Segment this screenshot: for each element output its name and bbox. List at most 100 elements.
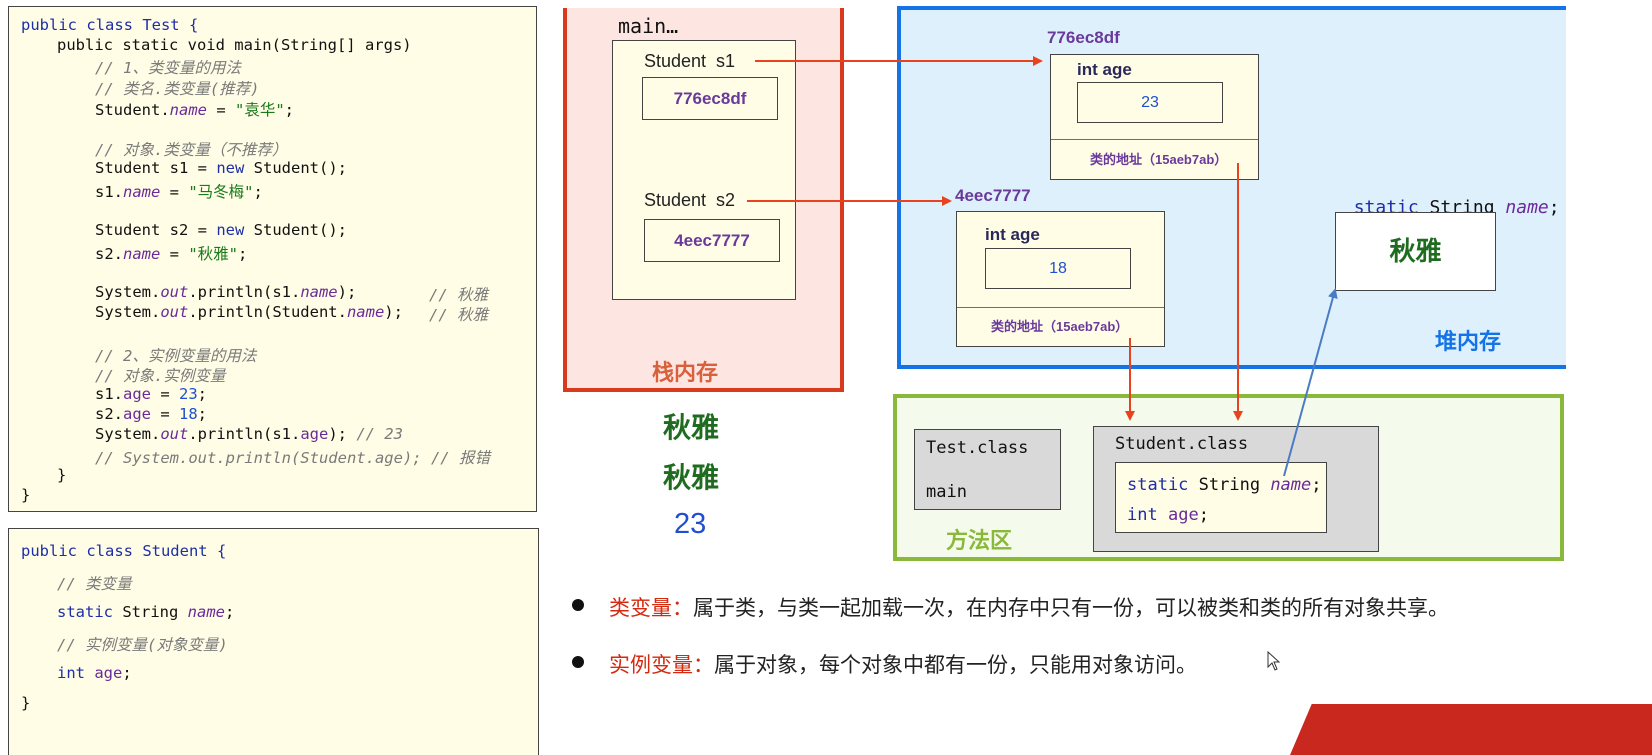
code-line: Student.name = "袁华"; [95, 98, 294, 120]
code-text: ; [224, 603, 235, 621]
student-class-box: Student.class static String name; int ag… [1093, 426, 1379, 552]
obj2-class-ref: 类的地址（15aeb7ab） [991, 319, 1129, 334]
code-comment: // 23 [356, 425, 403, 443]
frame-label: main… [618, 14, 679, 38]
main-stack-frame: Student s1 776ec8df Student s2 4eec7777 [612, 40, 796, 300]
code-text: Student s2 = [95, 221, 217, 239]
s2-label: Student s2 [644, 190, 736, 210]
bullet-text: 属于对象，每个对象中都有一份，只能用对象访问。 [714, 654, 1197, 677]
code-string: "马冬梅" [188, 183, 254, 201]
code-comment: // 1、类变量的用法 [95, 59, 241, 77]
corner-banner [1290, 704, 1652, 755]
code-keyword: new [216, 221, 245, 239]
code-text: Student(); [244, 221, 347, 239]
code-keyword: static [1127, 475, 1189, 495]
output-line-1: 秋雅 [663, 412, 720, 443]
code-text: s2. [95, 245, 123, 263]
bullet-dot-1 [572, 599, 584, 611]
code-line: int age; [1127, 505, 1209, 525]
code-text: s1. [95, 385, 123, 403]
obj1-value: 23 [1141, 94, 1159, 111]
code-field: name [1505, 197, 1549, 218]
code-text: String [113, 603, 188, 621]
obj2-value-box: 18 [985, 248, 1131, 289]
code-text: Student(); [244, 159, 347, 177]
code-field: name [187, 603, 225, 621]
code-text: ; [122, 664, 132, 682]
code-line: s2.name = "秋雅"; [95, 242, 247, 264]
code-text: ); [384, 303, 403, 321]
code-text: System. [95, 425, 161, 443]
code-field: name [1270, 475, 1312, 495]
code-line: public class Student { [21, 542, 226, 560]
code-field: age [300, 425, 329, 443]
code-field: age [123, 385, 151, 403]
code-line: static String name; [1127, 475, 1322, 495]
s1-label: Student s1 [644, 51, 736, 71]
code-text: = [151, 405, 179, 423]
s1-value-box: 776ec8df [642, 77, 778, 120]
code-keyword: static [57, 603, 113, 621]
code-text: = [151, 385, 179, 403]
code-brace: } [21, 486, 31, 504]
code-field: age [94, 664, 123, 682]
code-comment: // 2、实例变量的用法 [95, 347, 257, 365]
static-value-box: 秋雅 [1335, 212, 1496, 291]
code-text: = [206, 101, 235, 119]
obj1-field-label: int age [1077, 60, 1132, 79]
obj2-address: 4eec7777 [955, 186, 1031, 205]
static-name-to-heap-arrow [1283, 288, 1338, 477]
code-text: ; [1311, 475, 1322, 495]
code-line: s1.age = 23; [95, 385, 207, 403]
code-comment: // 类变量 [57, 575, 132, 593]
code-line: System.out.println(s1.age); // 23 [95, 425, 403, 443]
code-text: Student s1 = [95, 159, 217, 177]
student-code-panel: public class Student { // 类变量 static Str… [8, 528, 539, 755]
heap-object-1: int age 23 类的地址（15aeb7ab） [1050, 54, 1259, 180]
code-text: ; [197, 385, 208, 403]
code-comment: // 秋雅 [429, 306, 488, 324]
s1-value: 776ec8df [673, 89, 747, 108]
student-class-members: static String name; int age; [1115, 462, 1327, 533]
code-text: String [1188, 475, 1271, 495]
code-comment: // System.out.println(Student.age); // 报… [95, 449, 490, 467]
code-field: name [300, 283, 338, 301]
code-text: ; [253, 183, 263, 201]
mouse-cursor-icon [1267, 651, 1281, 671]
code-number: 18 [179, 405, 198, 423]
s2-value-box: 4eec7777 [644, 219, 780, 262]
code-text: ); [337, 283, 357, 301]
code-text: = [160, 245, 189, 263]
bullet-item-2: 实例变量：属于对象，每个对象中都有一份，只能用对象访问。 [609, 649, 1197, 679]
code-line: public class Test { [21, 16, 198, 34]
obj1-class-ref: 类的地址（15aeb7ab） [1090, 152, 1228, 167]
bullet-key: 实例变量： [609, 654, 714, 677]
code-text: .println(Student. [188, 303, 347, 321]
code-comment: // 类名.类变量(推荐) [95, 80, 260, 98]
code-line: static String name; [57, 603, 234, 621]
code-field: name [123, 245, 161, 263]
code-comment: // 对象.类变量（不推荐） [95, 141, 288, 159]
obj1-address: 776ec8df [1047, 28, 1120, 47]
code-line: Student s1 = new Student(); [95, 159, 347, 177]
code-text: .println(s1. [188, 283, 301, 301]
output-line-2: 秋雅 [663, 462, 720, 493]
test-code-panel: public class Test { public static void m… [8, 6, 537, 512]
code-text: = [160, 183, 189, 201]
code-text: s1. [95, 183, 123, 201]
code-keyword: int [1127, 505, 1158, 525]
code-text: ; [1548, 197, 1560, 218]
code-field: out [160, 425, 189, 443]
code-number: 23 [179, 385, 198, 403]
code-field: age [123, 405, 151, 423]
obj2-value: 18 [1049, 260, 1067, 277]
bullet-item-1: 类变量：属于类，与类一起加载一次，在内存中只有一份，可以被类和类的所有对象共享。 [609, 592, 1449, 622]
code-brace: } [57, 466, 67, 484]
code-text: ; [197, 405, 208, 423]
code-text: .println(s1. [188, 425, 301, 443]
code-brace: } [21, 694, 31, 712]
bullet-text: 属于类，与类一起加载一次，在内存中只有一份，可以被类和类的所有对象共享。 [693, 597, 1449, 620]
code-text: ; [238, 245, 248, 263]
heap-memory-title: 堆内存 [1435, 329, 1502, 354]
